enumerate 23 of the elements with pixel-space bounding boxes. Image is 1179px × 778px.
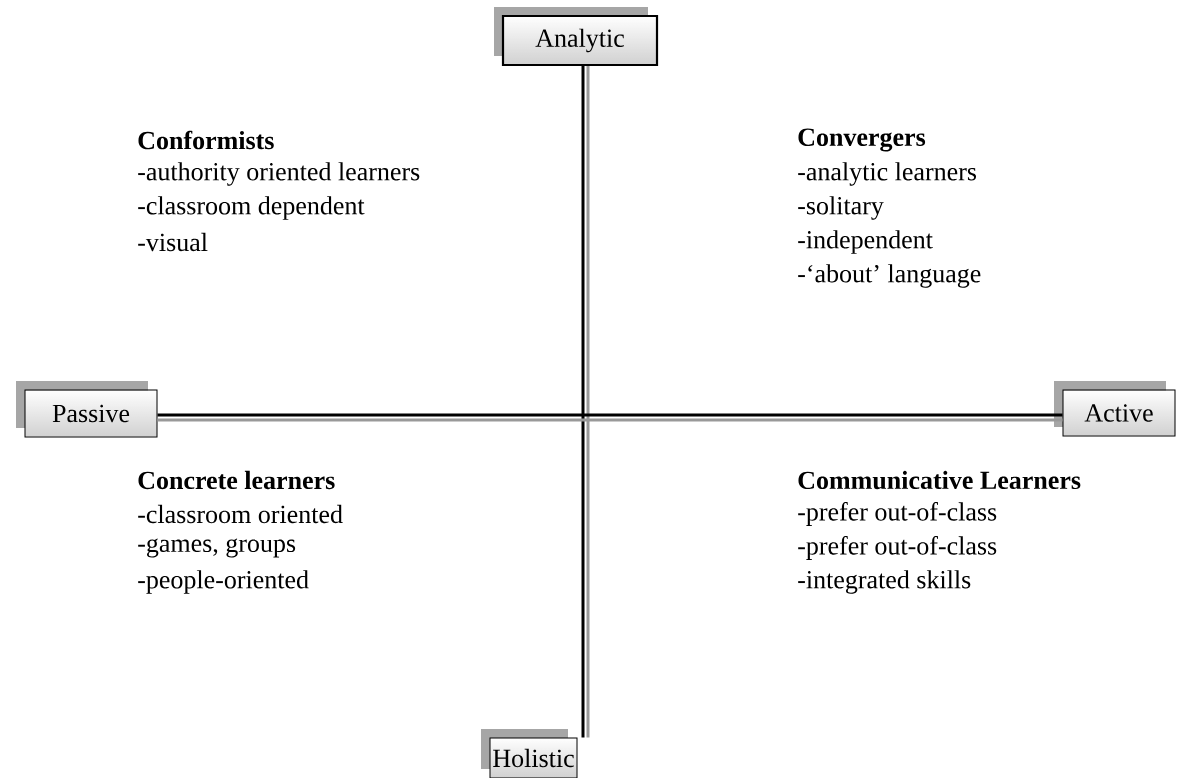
quadrant-item: -independent bbox=[798, 230, 933, 254]
quadrant-item: -solitary bbox=[798, 196, 884, 220]
quadrant-item: -authority oriented learners bbox=[138, 162, 420, 186]
axis-line bbox=[157, 413, 1063, 422]
quadrant-item: -people-oriented bbox=[138, 570, 309, 594]
axis-line bbox=[581, 66, 590, 738]
quadrant-item: -‘about’ language bbox=[798, 264, 981, 288]
axis-box: Passive bbox=[16, 381, 158, 438]
axis-box: Holistic bbox=[481, 729, 578, 778]
quadrant-item: -classroom dependent bbox=[138, 196, 365, 220]
quadrant-heading: Communicative Learners bbox=[798, 470, 1081, 490]
quadrant-item: -prefer out-of-class bbox=[798, 536, 997, 560]
quadrant-item: -visual bbox=[138, 232, 208, 252]
quadrant-heading: Conformists bbox=[138, 130, 274, 150]
quadrant-item: -classroom oriented bbox=[138, 504, 343, 524]
quadrant-item: -integrated skills bbox=[798, 570, 971, 594]
quadrant-item: -games, groups bbox=[138, 538, 296, 558]
quadrant-item: -analytic learners bbox=[798, 162, 977, 186]
quadrant-heading: Convergers bbox=[798, 128, 926, 152]
axis-box: Analytic bbox=[494, 7, 659, 67]
quadrant-heading: Concrete learners bbox=[138, 470, 335, 490]
quadrant-item: -prefer out-of-class bbox=[798, 502, 997, 526]
axis-box: Active bbox=[1054, 381, 1176, 437]
